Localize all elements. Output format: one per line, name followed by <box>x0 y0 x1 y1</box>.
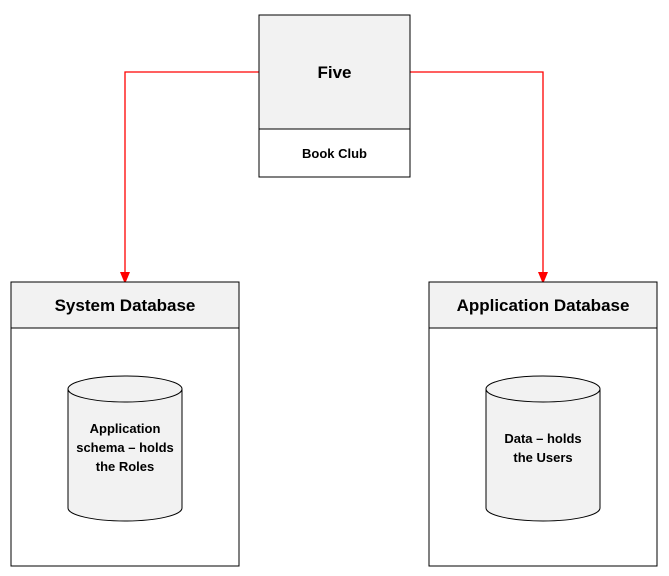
connector-five-to-system-database <box>125 71 259 278</box>
system-database-cylinder-line-2: schema – holds <box>76 440 174 455</box>
cylinder-body <box>485 389 601 522</box>
five-footer <box>258 128 411 178</box>
application-database-box: Application Database Data – holds the Us… <box>428 281 658 567</box>
five-header <box>258 14 411 130</box>
system-database-cylinder-line-1: Application <box>90 421 161 436</box>
five-box: Five Book Club <box>258 14 411 178</box>
five-title: Five <box>317 63 351 82</box>
cylinder-top <box>485 375 601 403</box>
system-database-box: System Database Application schema – hol… <box>10 281 240 567</box>
system-database-header <box>10 281 240 329</box>
system-database-title: System Database <box>55 296 196 315</box>
system-database-cylinder: Application schema – holds the Roles <box>67 375 183 522</box>
cylinder-body <box>67 389 183 522</box>
connector-five-to-application-database <box>410 71 543 278</box>
application-database-cylinder-line-2: the Users <box>513 450 572 465</box>
system-database-cylinder-line-3: the Roles <box>96 459 155 474</box>
application-database-title: Application Database <box>457 296 630 315</box>
cylinder-top <box>67 375 183 403</box>
application-database-cylinder-line-1: Data – holds <box>504 431 581 446</box>
application-database-header <box>428 281 658 329</box>
five-subtitle: Book Club <box>302 146 367 161</box>
application-database-cylinder: Data – holds the Users <box>485 375 601 522</box>
